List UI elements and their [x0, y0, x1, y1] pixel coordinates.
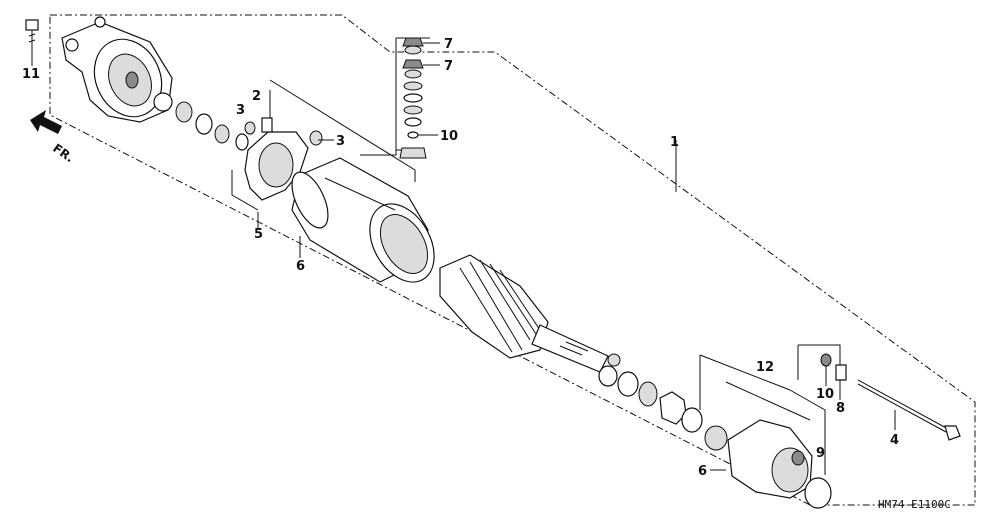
rear-cover [704, 419, 832, 509]
terminal-fastener-stack [399, 37, 427, 159]
callout-6-rear: 6 [698, 464, 707, 479]
callout-11: 11 [22, 67, 40, 82]
callout-3-upper: 3 [236, 103, 245, 118]
callout-6-yoke: 6 [296, 259, 305, 274]
armature [439, 254, 609, 373]
motor-yoke [291, 157, 435, 283]
callout-labels: 1 2 3 3 4 5 6 6 7 7 8 9 10 10 11 12 [22, 37, 899, 479]
shaft-washers [598, 353, 703, 433]
callout-3-right: 3 [336, 134, 345, 149]
direction-label: FR. [50, 141, 76, 165]
callout-8: 8 [836, 401, 845, 416]
rear-cover-bracket [699, 344, 841, 475]
front-cover [61, 16, 173, 123]
callout-2: 2 [252, 89, 261, 104]
drawing-code: HM74-E1100C [878, 498, 951, 511]
callout-10-stack: 10 [440, 129, 458, 144]
callout-4: 4 [890, 433, 899, 448]
front-direction-arrow: FR. [30, 110, 77, 165]
through-bolt [820, 353, 961, 441]
brush-holder-bracket [231, 79, 416, 211]
callout-9: 9 [816, 446, 825, 461]
callout-1: 1 [670, 135, 679, 150]
front-bolt [25, 19, 39, 50]
leader-lines [31, 42, 896, 471]
front-bushing-washers [153, 92, 249, 151]
callout-12: 12 [756, 360, 774, 375]
assembly-outline [49, 14, 976, 506]
callout-5: 5 [254, 227, 263, 242]
callout-7-lower: 7 [444, 59, 453, 74]
callout-7-top: 7 [444, 37, 453, 52]
callout-10-rear: 10 [816, 387, 834, 402]
